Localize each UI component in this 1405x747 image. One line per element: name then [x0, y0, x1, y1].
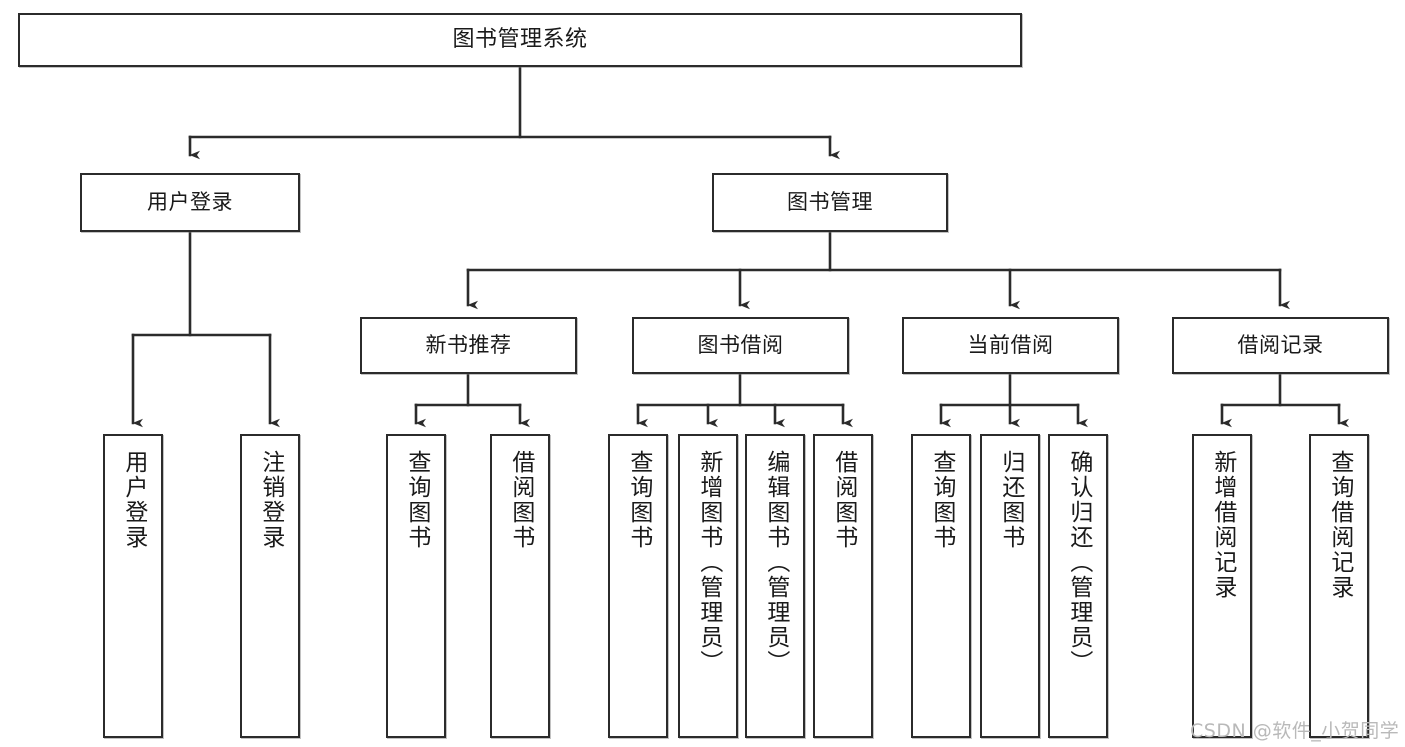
node-leaf-edit-book[interactable]: 编辑图书（管理员） — [745, 434, 805, 738]
node-leaf-query-book-3[interactable]: 查询图书 — [911, 434, 971, 738]
node-leaf-return-book[interactable]: 归还图书 — [980, 434, 1040, 738]
node-book-borrow-label: 图书借阅 — [697, 333, 784, 358]
node-leaf-borrow-book-1-label: 借阅图书 — [507, 450, 534, 550]
node-new-book-recommend[interactable]: 新书推荐 — [360, 317, 577, 374]
node-user-login[interactable]: 用户登录 — [80, 173, 300, 232]
node-leaf-query-book-2[interactable]: 查询图书 — [608, 434, 668, 738]
node-current-borrow-label: 当前借阅 — [967, 333, 1054, 358]
node-book-borrow[interactable]: 图书借阅 — [632, 317, 849, 374]
node-leaf-query-book-2-label: 查询图书 — [625, 450, 652, 550]
node-leaf-add-book[interactable]: 新增图书（管理员） — [678, 434, 738, 738]
node-leaf-query-book-3-label: 查询图书 — [928, 450, 955, 550]
node-leaf-borrow-book-2-label: 借阅图书 — [830, 450, 857, 550]
node-leaf-query-book-1-label: 查询图书 — [403, 450, 430, 550]
node-book-management-label: 图书管理 — [787, 190, 873, 215]
node-leaf-user-logout-label: 注销登录 — [257, 450, 284, 550]
node-leaf-add-record[interactable]: 新增借阅记录 — [1192, 434, 1252, 738]
node-leaf-query-record-label: 查询借阅记录 — [1326, 450, 1353, 600]
node-leaf-user-logout[interactable]: 注销登录 — [240, 434, 300, 738]
node-root[interactable]: 图书管理系统 — [18, 13, 1022, 67]
node-user-login-label: 用户登录 — [147, 190, 233, 215]
node-borrow-record[interactable]: 借阅记录 — [1172, 317, 1389, 374]
node-borrow-record-label: 借阅记录 — [1237, 333, 1324, 358]
csdn-watermark: CSDN @软件_小贺同学 — [1190, 720, 1400, 742]
node-leaf-add-record-label: 新增借阅记录 — [1209, 450, 1236, 600]
node-root-label: 图书管理系统 — [452, 27, 588, 53]
node-leaf-confirm-return[interactable]: 确认归还（管理员） — [1048, 434, 1108, 738]
node-leaf-edit-book-label: 编辑图书（管理员） — [762, 450, 789, 675]
node-new-book-recommend-label: 新书推荐 — [425, 333, 512, 358]
node-leaf-add-book-label: 新增图书（管理员） — [695, 450, 722, 675]
node-leaf-user-login[interactable]: 用户登录 — [103, 434, 163, 738]
node-leaf-confirm-return-label: 确认归还（管理员） — [1065, 450, 1092, 675]
node-leaf-user-login-label: 用户登录 — [120, 450, 147, 550]
node-current-borrow[interactable]: 当前借阅 — [902, 317, 1119, 374]
node-leaf-return-book-label: 归还图书 — [997, 450, 1024, 550]
node-leaf-borrow-book-1[interactable]: 借阅图书 — [490, 434, 550, 738]
node-leaf-borrow-book-2[interactable]: 借阅图书 — [813, 434, 873, 738]
node-book-management[interactable]: 图书管理 — [712, 173, 948, 232]
node-leaf-query-record[interactable]: 查询借阅记录 — [1309, 434, 1369, 738]
node-leaf-query-book-1[interactable]: 查询图书 — [386, 434, 446, 738]
